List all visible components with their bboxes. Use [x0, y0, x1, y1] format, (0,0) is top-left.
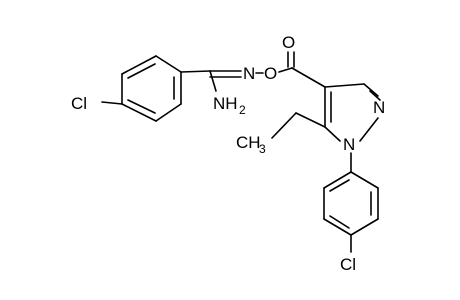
- ring-a-bond-4: [155, 103, 182, 122]
- ring-a-double-3: [127, 99, 156, 114]
- pyrazole-ring: [324, 83, 381, 142]
- pyrazole-n2-label: N: [373, 98, 385, 117]
- imine-nitrogen-label: N: [243, 64, 255, 83]
- pyrazole-n2-n1-bond: [359, 117, 379, 142]
- carbonyl-oxygen-label: O: [282, 33, 295, 52]
- ring-a-double-1: [127, 63, 156, 79]
- propyl-bond-1: [295, 112, 326, 128]
- chlorine-bottom-label: Cl: [340, 255, 356, 274]
- c-nh2-bond: [209, 70, 217, 92]
- o-carbonyl-carbon-bond: [278, 67, 293, 73]
- ring-b-double-3: [329, 179, 350, 192]
- bottom-chlorophenyl-ring: [323, 171, 379, 236]
- amine-subscript: 2: [239, 103, 246, 117]
- propyl-bond-2: [271, 112, 297, 139]
- ester-oxygen-label: O: [264, 64, 277, 83]
- ring-a-bond-5: [121, 103, 157, 122]
- pyrazole-n1-c5-bond: [324, 126, 341, 142]
- pyrazole-c3-n2-double: [369, 90, 381, 101]
- carbonyl-to-pyrazole-bond: [291, 67, 326, 88]
- methyl-subscript: 3: [259, 142, 266, 156]
- left-ring-to-cl-bond: [101, 101, 123, 105]
- ring-b-double-2: [329, 215, 350, 229]
- amine-label: NH: [213, 94, 238, 113]
- ring-b-bond-6: [323, 171, 352, 189]
- chlorine-left-label: Cl: [71, 94, 87, 113]
- ring-b-bond-3: [350, 218, 379, 236]
- pyrazole-n1-label: N: [343, 135, 355, 154]
- left-chlorophenyl-ring: [121, 55, 182, 122]
- ring-b-bond-1: [350, 171, 379, 189]
- ring-a-bond-1: [121, 55, 157, 75]
- ring-a-bond-2: [155, 55, 182, 73]
- pyrazole-c4-c3-bond: [324, 83, 365, 88]
- ring-b-bond-4: [323, 218, 352, 236]
- pyrazole-c3-n2-bond: [363, 83, 379, 97]
- ring-to-amidine-carbon-bond: [180, 70, 211, 73]
- methyl-label: CH: [236, 133, 261, 152]
